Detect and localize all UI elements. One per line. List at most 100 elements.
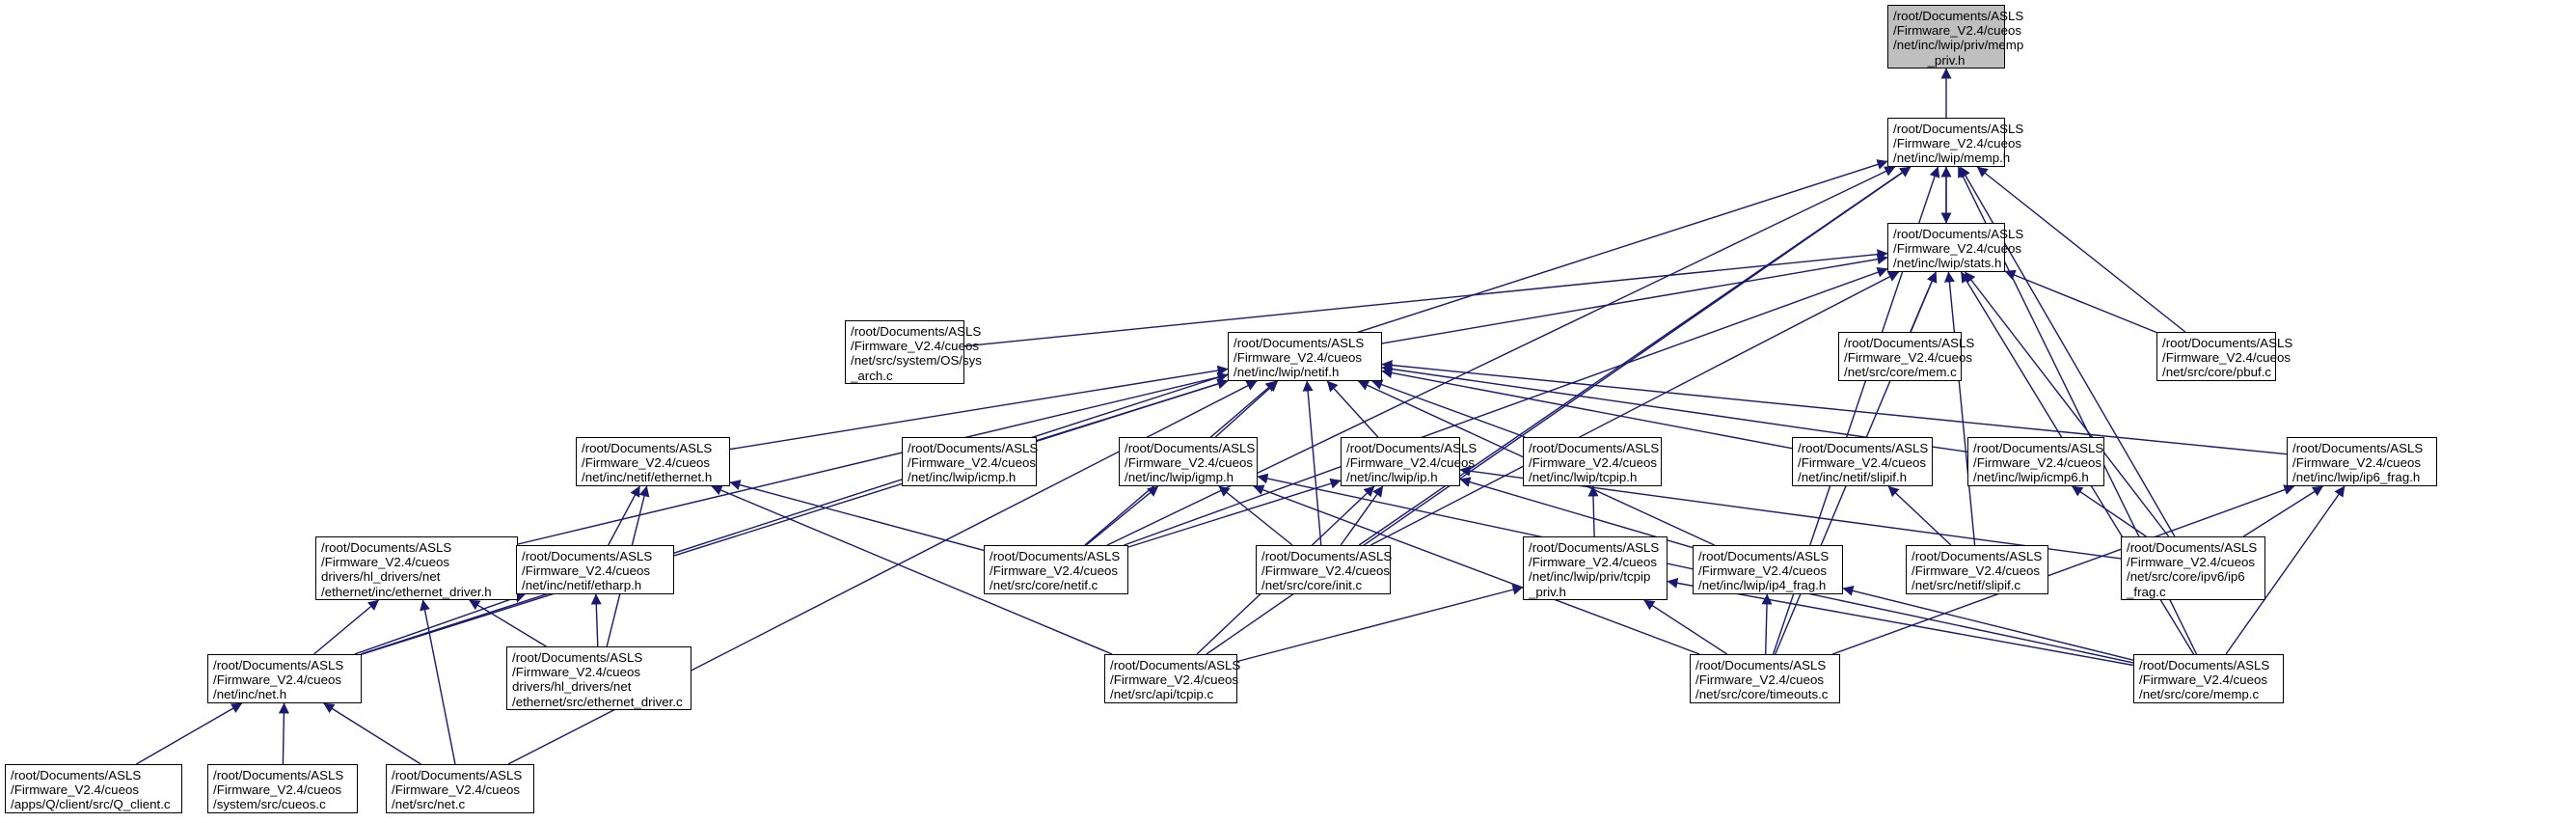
graph-node-etharp-h[interactable]: /root/Documents/ASLS/Firmware_V2.4/cueos…: [516, 545, 674, 594]
graph-node-init-c[interactable]: /root/Documents/ASLS/Firmware_V2.4/cueos…: [1256, 545, 1392, 594]
node-label-line: /system/src/cueos.c: [213, 797, 326, 812]
node-label-line: /root/Documents/ASLS: [1125, 441, 1256, 455]
graph-node-memp-priv: /root/Documents/ASLS/Firmware_V2.4/cueos…: [1887, 5, 2023, 69]
graph-node-ip-h[interactable]: /root/Documents/ASLS/Firmware_V2.4/cueos…: [1341, 437, 1477, 486]
node-label-line: /root/Documents/ASLS: [1893, 227, 2024, 241]
node-label-line: /net/inc/lwip/stats.h: [1893, 256, 2002, 271]
node-label-line: /Firmware_V2.4/cueos: [1798, 455, 1927, 471]
graph-node-icmp6-h[interactable]: /root/Documents/ASLS/Firmware_V2.4/cueos…: [1967, 437, 2104, 486]
graph-node-memp-h[interactable]: /root/Documents/ASLS/Firmware_V2.4/cueos…: [1887, 118, 2024, 167]
edge-netif-c-to-igmp-h: [1085, 485, 1159, 546]
node-label-line: /net/inc/netif/etharp.h: [522, 578, 642, 593]
node-label-line: /root/Documents/ASLS: [1893, 122, 2024, 136]
node-label-line: /Firmware_V2.4/cueos: [1346, 455, 1476, 471]
edge-pbuf-c-to-stats-h: [2004, 269, 2157, 334]
node-label-line: /root/Documents/ASLS: [990, 549, 1121, 563]
node-label-line: /root/Documents/ASLS: [213, 658, 344, 672]
node-label-line: /net/inc/lwip/icmp6.h: [1973, 470, 2089, 485]
edge-ip-h-to-netif-h: [1326, 380, 1379, 438]
graph-node-timeouts-c[interactable]: /root/Documents/ASLS/Firmware_V2.4/cueos…: [1690, 654, 1840, 703]
graph-node-ip6-frag-c[interactable]: /root/Documents/ASLS/Firmware_V2.4/cueos…: [2121, 536, 2265, 600]
node-label-line: /Firmware_V2.4/cueos: [2162, 350, 2291, 366]
node-label-line: /Firmware_V2.4/cueos: [512, 665, 641, 680]
graph-node-icmp-h[interactable]: /root/Documents/ASLS/Firmware_V2.4/cueos…: [902, 437, 1039, 486]
node-label-line: /Firmware_V2.4/cueos: [1844, 350, 1973, 366]
node-label-line: /root/Documents/ASLS: [2139, 658, 2270, 672]
node-label-line: /net/inc/lwip/igmp.h: [1125, 470, 1234, 485]
graph-node-q-client-c[interactable]: /root/Documents/ASLS/Firmware_V2.4/cueos…: [5, 764, 182, 813]
node-label-line: /Firmware_V2.4/cueos: [213, 672, 342, 688]
node-label-line: /Firmware_V2.4/cueos: [11, 782, 140, 798]
edge-slipif-h-to-netif-h: [1381, 368, 1793, 450]
node-label-line: /net/src/core/netif.c: [990, 578, 1098, 593]
edge-slipif-c-to-stats-h: [1943, 271, 1976, 546]
node-label-line: /Firmware_V2.4/cueos: [1110, 672, 1239, 688]
graph-node-pbuf-c[interactable]: /root/Documents/ASLS/Firmware_V2.4/cueos…: [2156, 332, 2292, 381]
graph-node-ethernet-driver-c[interactable]: /root/Documents/ASLS/Firmware_V2.4/cueos…: [506, 646, 691, 710]
graph-node-api-tcpip-c[interactable]: /root/Documents/ASLS/Firmware_V2.4/cueos…: [1104, 654, 1240, 703]
node-label-line: /Firmware_V2.4/cueos: [990, 563, 1119, 579]
graph-node-stats-h[interactable]: /root/Documents/ASLS/Firmware_V2.4/cueos…: [1887, 223, 2024, 272]
edge-ip4-frag-h-to-ip-h: [1459, 477, 1694, 549]
node-label-line: /net/inc/netif/slipif.h: [1798, 470, 1908, 485]
node-label-line: /net/src/netif/slipif.c: [1912, 578, 2021, 593]
node-label-line: /net/src/core/pbuf.c: [2162, 365, 2272, 380]
edge-ethernet-h-to-netif-h: [729, 365, 1229, 451]
graph-node-tcpip-h[interactable]: /root/Documents/ASLS/Firmware_V2.4/cueos…: [1523, 437, 1662, 486]
edge-init-c-to-stats-h: [1369, 271, 1900, 546]
graph-node-tcpip-priv-h[interactable]: /root/Documents/ASLS/Firmware_V2.4/cueos…: [1523, 536, 1668, 600]
node-label-line: /root/Documents/ASLS: [908, 441, 1039, 455]
graph-node-net-c[interactable]: /root/Documents/ASLS/Firmware_V2.4/cueos…: [386, 764, 534, 813]
node-label-line: /Firmware_V2.4/cueos: [1893, 241, 2022, 257]
node-label-line: /net/src/net.c: [392, 797, 466, 812]
graph-node-slipif-h[interactable]: /root/Documents/ASLS/Firmware_V2.4/cueos…: [1792, 437, 1933, 486]
node-label-line: /Firmware_V2.4/cueos: [1893, 23, 2022, 39]
node-label-line: _arch.c: [851, 368, 893, 383]
node-label-line: /root/Documents/ASLS: [1529, 540, 1660, 555]
graph-node-slipif-c[interactable]: /root/Documents/ASLS/Firmware_V2.4/cueos…: [1906, 545, 2048, 594]
edge-slipif-c-to-slipif-h: [1887, 485, 1952, 546]
edge-memp-c-to-tcpip-priv-h: [1667, 577, 2134, 667]
node-label-line: /Firmware_V2.4/cueos: [1893, 136, 2022, 151]
edge-ip6-frag-c-to-icmp6-h: [2072, 485, 2147, 537]
edge-netif-c-to-ethernet-h: [729, 480, 985, 552]
node-label-line: /Firmware_V2.4/cueos: [1529, 455, 1658, 471]
node-label-line: /Firmware_V2.4/cueos: [1973, 455, 2102, 471]
graph-node-sys-arch[interactable]: /root/Documents/ASLS/Firmware_V2.4/cueos…: [845, 320, 982, 384]
node-label-line: /net/inc/lwip/ip.h: [1346, 470, 1438, 485]
edge-etharp-h-to-ethernet-h: [608, 485, 640, 546]
graph-node-ip4-frag-h[interactable]: /root/Documents/ASLS/Firmware_V2.4/cueos…: [1693, 545, 1843, 594]
graph-node-net-h[interactable]: /root/Documents/ASLS/Firmware_V2.4/cueos…: [207, 654, 362, 703]
graph-node-igmp-h[interactable]: /root/Documents/ASLS/Firmware_V2.4/cueos…: [1119, 437, 1258, 486]
edge-timeouts-c-to-ip6-frag-h: [1831, 484, 2295, 655]
graph-node-ethernet-driver-h[interactable]: /root/Documents/ASLS/Firmware_V2.4/cueos…: [315, 536, 518, 600]
graph-node-cueos-c[interactable]: /root/Documents/ASLS/Firmware_V2.4/cueos…: [207, 764, 358, 813]
node-label-line: /Firmware_V2.4/cueos: [1695, 672, 1825, 688]
node-label-line: /apps/Q/client/src/Q_client.c: [11, 797, 171, 812]
edge-ip6-frag-c-to-stats-h: [1965, 271, 2170, 537]
edge-init-c-to-netif-h: [1302, 380, 1322, 546]
edge-ip6-frag-h-to-netif-h: [1381, 360, 2288, 455]
node-label-line: /root/Documents/ASLS: [213, 768, 344, 782]
node-label-line: /root/Documents/ASLS: [321, 540, 452, 555]
graph-node-mem-c[interactable]: /root/Documents/ASLS/Firmware_V2.4/cueos…: [1838, 332, 1974, 381]
graph-node-ethernet-h[interactable]: /root/Documents/ASLS/Firmware_V2.4/cueos…: [576, 437, 730, 486]
node-label-line: /root/Documents/ASLS: [2292, 441, 2424, 455]
graph-node-ip6-frag-h[interactable]: /root/Documents/ASLS/Firmware_V2.4/cueos…: [2287, 437, 2437, 486]
edge-init-c-to-igmp-h: [1218, 485, 1293, 546]
node-label-line: /root/Documents/ASLS: [1529, 441, 1660, 455]
edge-tcpip-priv-h-to-tcpip-h: [1587, 485, 1599, 537]
node-label-line: /Firmware_V2.4/cueos: [851, 339, 980, 354]
node-label-line: /root/Documents/ASLS: [851, 324, 982, 339]
node-label-line: /root/Documents/ASLS: [392, 768, 523, 782]
edge-net-c-to-ethernet-driver-h: [420, 599, 456, 765]
graph-node-netif-c[interactable]: /root/Documents/ASLS/Firmware_V2.4/cueos…: [984, 545, 1128, 594]
edge-ethernet-driver-h-to-netif-h: [517, 371, 1229, 545]
node-label-line: /root/Documents/ASLS: [1973, 441, 2104, 455]
graph-node-memp-c[interactable]: /root/Documents/ASLS/Firmware_V2.4/cueos…: [2133, 654, 2284, 703]
node-label-line: drivers/hl_drivers/net: [321, 569, 441, 585]
node-label-line: /ethernet/src/ethernet_driver.c: [512, 694, 683, 709]
node-label-line: /root/Documents/ASLS: [1695, 658, 1827, 672]
graph-node-netif-h[interactable]: /root/Documents/ASLS/Firmware_V2.4/cueos…: [1228, 332, 1382, 381]
